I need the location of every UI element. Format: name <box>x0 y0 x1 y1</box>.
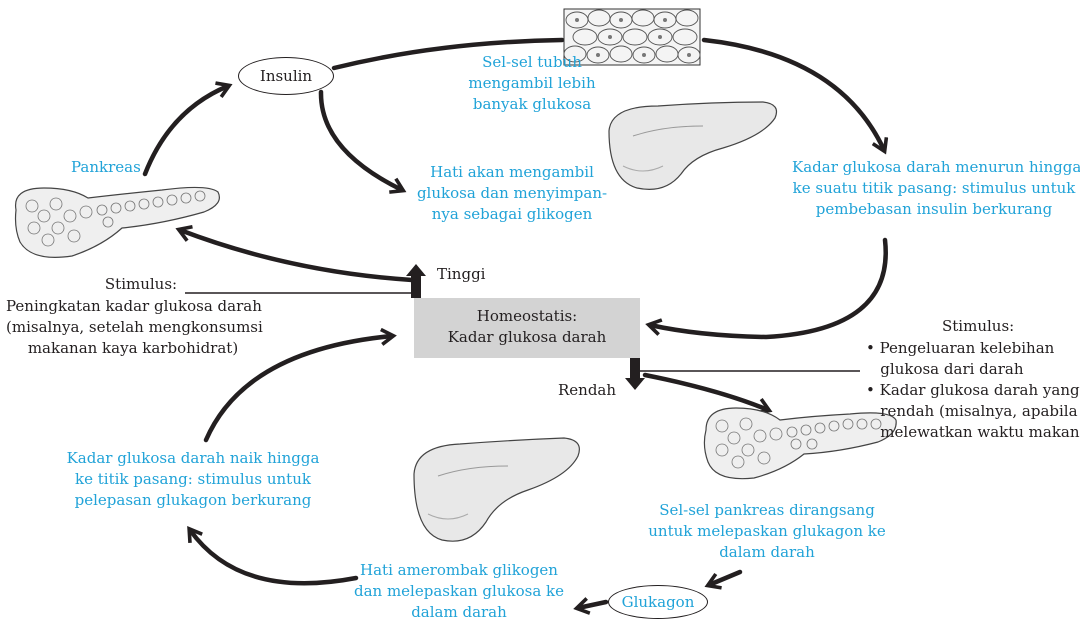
pankreas-label: Pankreas <box>71 157 141 178</box>
pancreas-cells-label: Sel-sel pankreas dirangsang untuk melepa… <box>632 500 902 563</box>
glucose-increase-label: Kadar glukosa darah naik hingga ke titik… <box>58 448 328 511</box>
glukagon-node: Glukagon <box>608 585 708 619</box>
homeostasis-title: Homeostatis: <box>414 306 640 327</box>
liver-image-bottom <box>408 432 586 550</box>
cells-take-glucose-label: Sel-sel tubuh mengambil lebih banyak glu… <box>432 52 632 115</box>
insulin-node: Insulin <box>238 57 334 95</box>
arrow-hati-to-kadar-naik <box>190 530 356 583</box>
stimulus-low-item-2: • Kadar glukosa darah yang rendah (misal… <box>866 380 1080 443</box>
arrow-pankreas-to-glukagon <box>709 572 740 585</box>
insulin-label: Insulin <box>260 67 312 85</box>
liver-store-label: Hati akan mengambil glukosa dan menyimpa… <box>412 162 612 225</box>
stimulus-high-body: Peningkatan kadar glukosa darah (misalny… <box>6 296 260 359</box>
stimulus-low-title: Stimulus: <box>942 316 1014 337</box>
arrow-pankreas-to-insulin <box>145 86 228 174</box>
down-arrow-icon <box>625 358 645 390</box>
glucose-decrease-label: Kadar glukosa darah menurun hingga ke su… <box>792 157 1076 220</box>
high-label: Tinggi <box>437 264 485 285</box>
homeostasis-subtitle: Kadar glukosa darah <box>414 327 640 348</box>
stimulus-low-item-1: • Pengeluaran kelebihan glukosa dari dar… <box>866 338 1054 380</box>
arrow-glukagon-to-hati <box>578 602 606 608</box>
low-label: Rendah <box>558 380 616 401</box>
arrow-kadar-turun-to-homeostasis <box>650 240 886 337</box>
liver-break-label: Hati amerombak glikogen dan melepaskan g… <box>350 560 568 623</box>
stimulus-high-title: Stimulus: <box>96 274 186 295</box>
pancreas-image-left <box>12 176 224 262</box>
glukagon-label: Glukagon <box>622 593 695 611</box>
homeostasis-box: Homeostatis: Kadar glukosa darah <box>414 298 640 358</box>
arrow-insulin-to-hati <box>321 92 402 190</box>
